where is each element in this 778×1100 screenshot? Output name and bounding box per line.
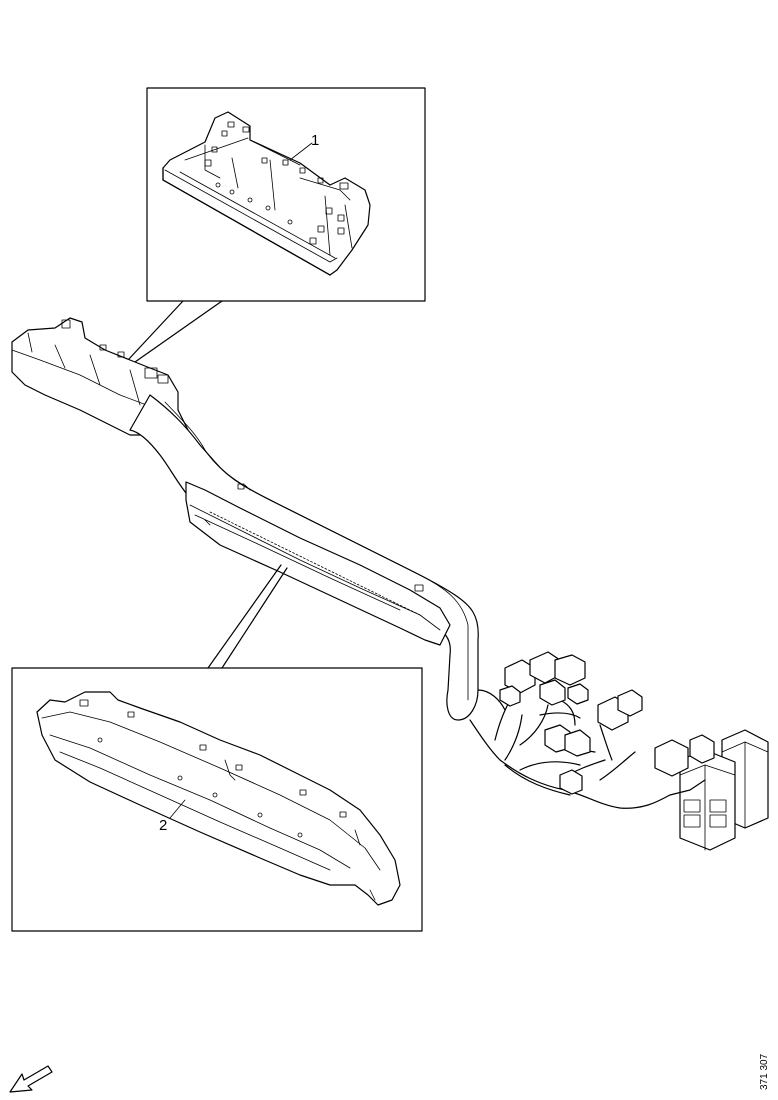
- callout-2: 2: [159, 817, 167, 834]
- figure-number: 371 307: [759, 1053, 770, 1090]
- bracket-part-1-drawing: [162, 111, 371, 276]
- connector-group-a: [499, 651, 589, 707]
- connector-group-b: [544, 689, 643, 795]
- harness-carrier-assembly: [11, 317, 479, 721]
- arrow-down-left-icon: [9, 1065, 53, 1093]
- detail-box-1: 1: [127, 87, 426, 363]
- wiring-harness: [469, 651, 769, 851]
- callout-1: 1: [311, 132, 319, 149]
- channel-part-2-drawing: [36, 691, 401, 906]
- detail-box-2: 2: [11, 667, 423, 932]
- fuse-relay-block: [654, 729, 769, 851]
